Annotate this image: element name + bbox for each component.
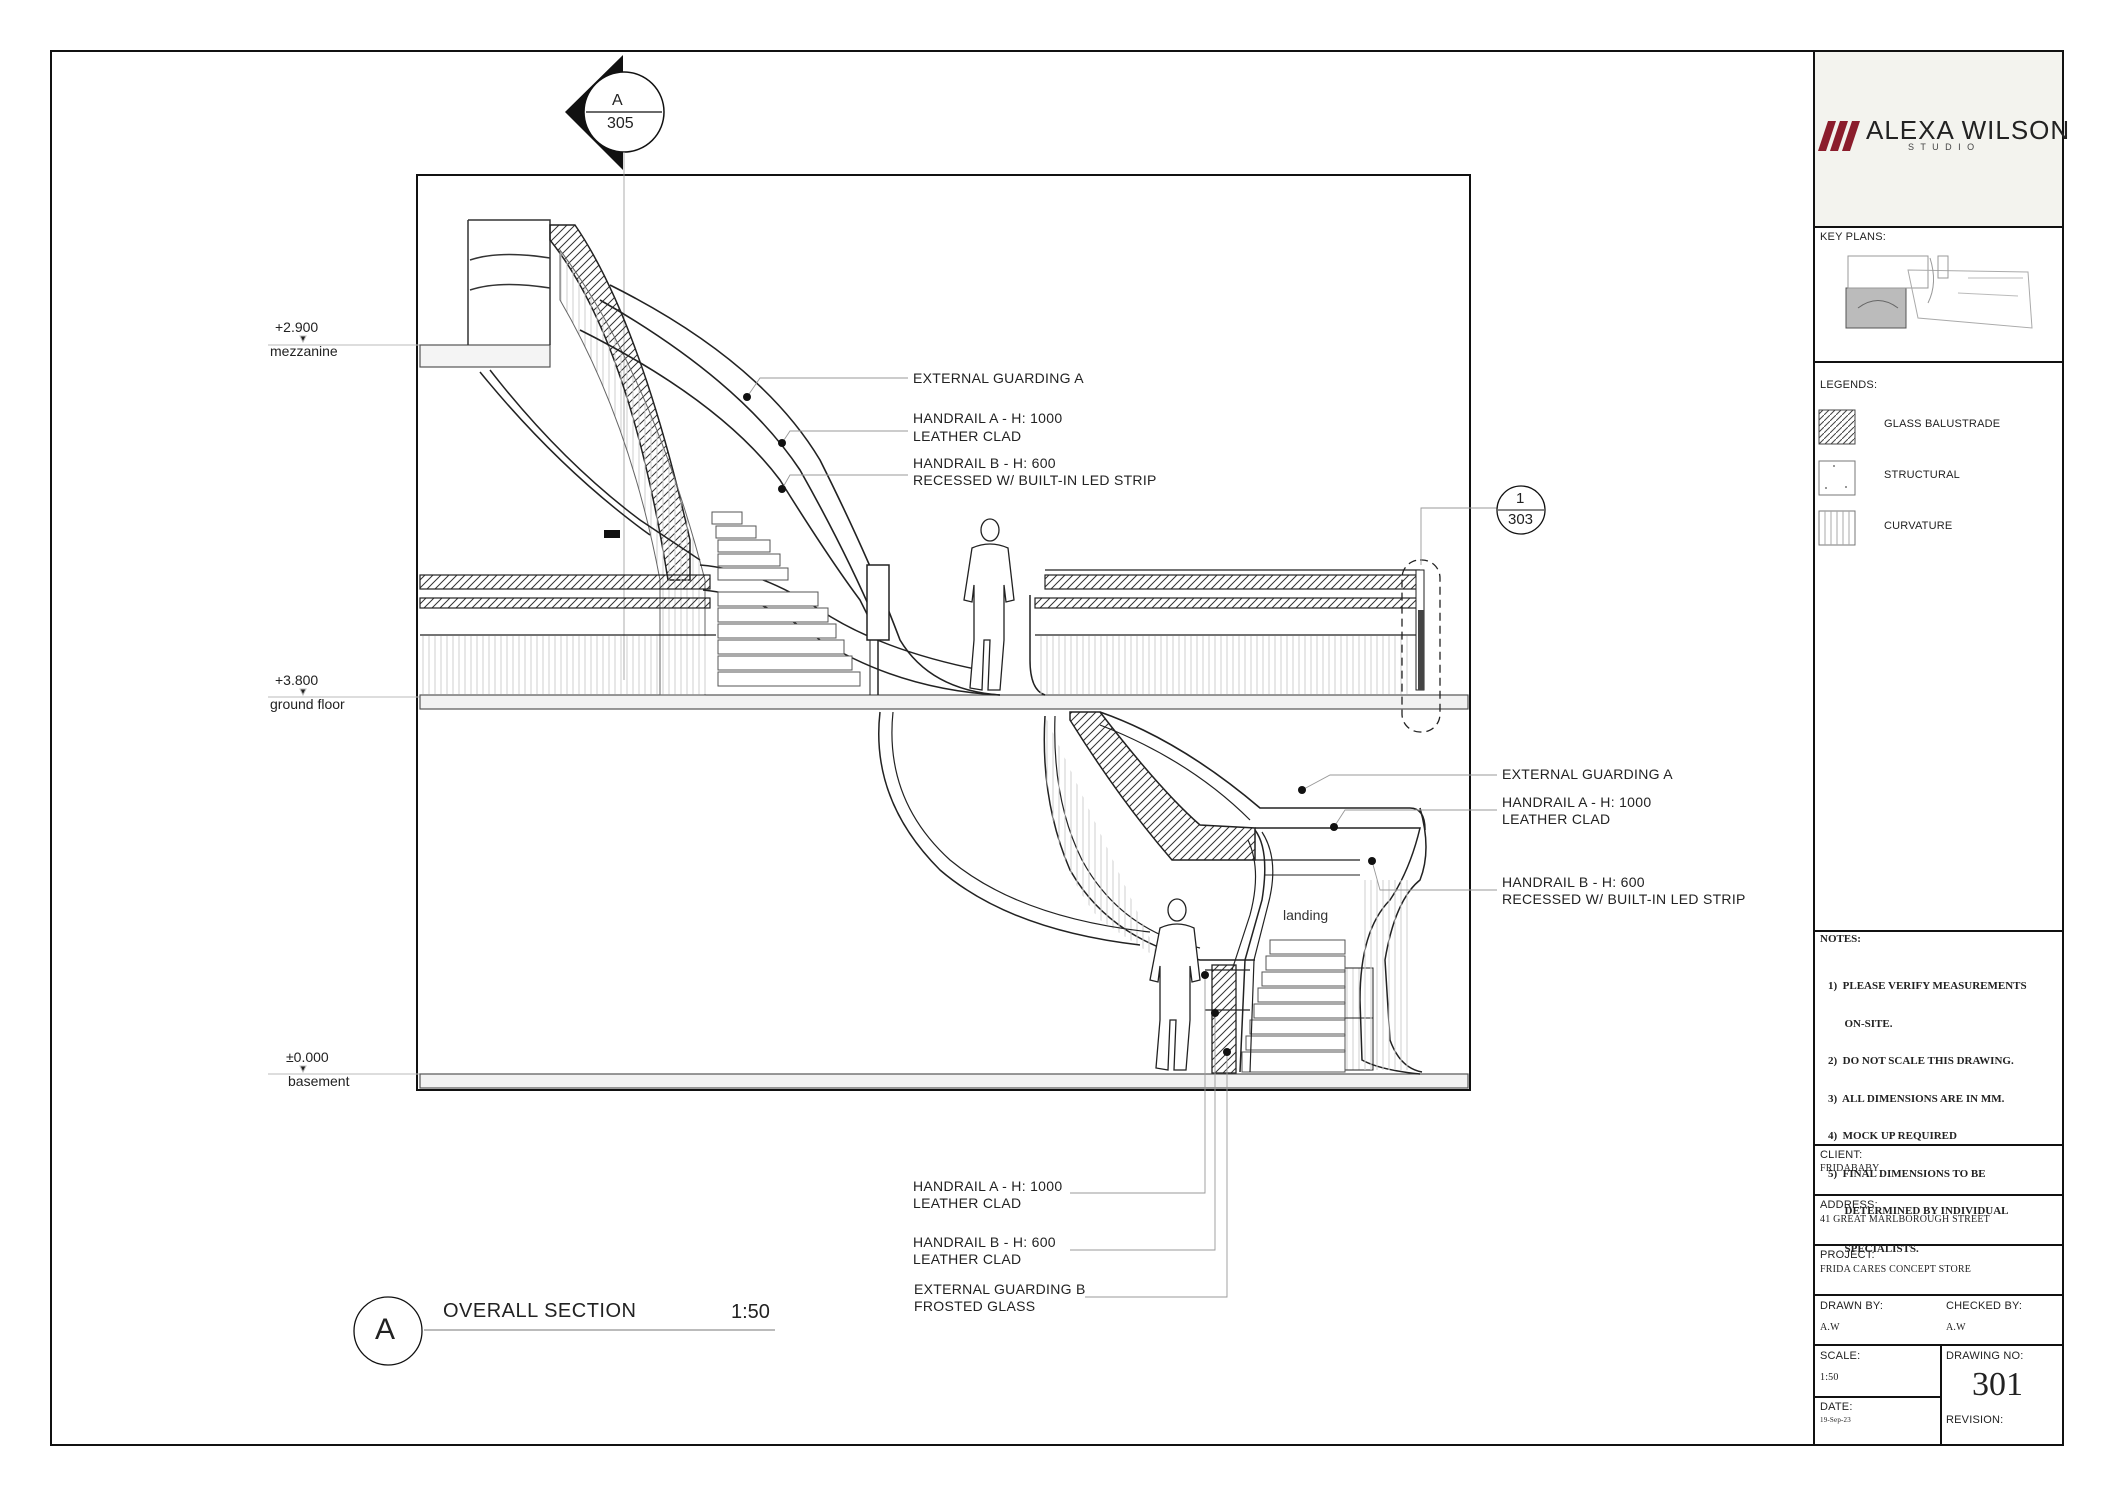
- checked-by-value: A.W: [1946, 1322, 1966, 1333]
- callout-upper-handrail-a: HANDRAIL A - H: 1000: [913, 410, 1063, 426]
- person-upper: [963, 518, 1015, 691]
- title-bubble: [353, 1296, 423, 1366]
- legends-label: LEGENDS:: [1820, 379, 1878, 391]
- mezzanine-slab: [419, 344, 551, 368]
- structural-swatch: [1818, 460, 1856, 496]
- client-value: FRIDABABY: [1820, 1163, 1880, 1174]
- legend-structural: STRUCTURAL: [1884, 469, 1960, 481]
- callout-bottom-guarding-b: EXTERNAL GUARDING B: [914, 1281, 1086, 1297]
- callout-bottom-handrail-b: HANDRAIL B - H: 600: [913, 1234, 1056, 1250]
- section-frame: [416, 174, 1471, 1091]
- level-name-basement: basement: [288, 1073, 350, 1089]
- callout-lower-guarding: EXTERNAL GUARDING A: [1502, 766, 1673, 782]
- level-value-ground: +3.800: [275, 672, 319, 688]
- basement-slab: [419, 1073, 1469, 1089]
- brand-name: ALEXA WILSON: [1866, 115, 2071, 145]
- project-value: FRIDA CARES CONCEPT STORE: [1820, 1264, 1972, 1275]
- date-value: 19-Sep-23: [1820, 1416, 1851, 1424]
- curvature-swatch: [1818, 510, 1856, 546]
- drawing-scale: 1:50: [731, 1301, 770, 1323]
- address-value: 41 GREAT MARLBOROUGH STREET: [1820, 1214, 1990, 1225]
- callout-upper-guarding: EXTERNAL GUARDING A: [913, 370, 1084, 386]
- title-letter: A: [375, 1313, 396, 1346]
- legend-glass-balustrade: GLASS BALUSTRADE: [1884, 418, 2001, 430]
- detail-marker-right: [1420, 485, 1546, 565]
- drawn-by-value: A.W: [1820, 1322, 1840, 1333]
- ground-floor-slab: [419, 694, 1469, 710]
- notes-label: NOTES:: [1820, 933, 1861, 945]
- callout-bottom-handrail-a-finish: LEATHER CLAD: [913, 1195, 1022, 1211]
- drawing-no-label: DRAWING NO:: [1946, 1350, 2024, 1362]
- level-value-basement: ±0.000: [286, 1049, 329, 1065]
- key-plan-thumbnail: [1838, 248, 2036, 338]
- callout-upper-handrail-b: HANDRAIL B - H: 600: [913, 455, 1056, 471]
- studio-logo-mark: [1818, 115, 1864, 160]
- section-marker-letter: A: [612, 92, 623, 109]
- section-marker-sheet: 305: [607, 115, 634, 132]
- landing-label: landing: [1283, 907, 1329, 923]
- callout-lower-handrail-a-finish: LEATHER CLAD: [1502, 811, 1611, 827]
- title-block: [1813, 50, 2064, 1446]
- level-name-ground: ground floor: [270, 696, 345, 712]
- logo-panel: [1815, 52, 2062, 226]
- drawn-by-label: DRAWN BY:: [1820, 1300, 1884, 1312]
- callout-lower-handrail-b: HANDRAIL B - H: 600: [1502, 874, 1645, 890]
- drawing-title: OVERALL SECTION: [443, 1300, 637, 1322]
- scale-label: SCALE:: [1820, 1350, 1861, 1362]
- key-plans-label: KEY PLANS:: [1820, 231, 1886, 243]
- level-value-mezzanine: +2.900: [275, 319, 319, 335]
- callout-upper-handrail-a-finish: LEATHER CLAD: [913, 428, 1022, 444]
- revision-label: REVISION:: [1946, 1414, 2004, 1426]
- project-label: PROJECT:: [1820, 1249, 1875, 1261]
- external-guarding-b: [1211, 964, 1237, 1074]
- drawing-number: 301: [1972, 1366, 2023, 1403]
- callout-lower-handrail-b-finish: RECESSED W/ BUILT-IN LED STRIP: [1502, 891, 1746, 907]
- checked-by-label: CHECKED BY:: [1946, 1300, 2023, 1312]
- callout-bottom-handrail-b-finish: LEATHER CLAD: [913, 1251, 1022, 1267]
- address-label: ADDRESS:: [1820, 1199, 1878, 1211]
- glass-balustrade-swatch: [1818, 409, 1856, 445]
- notes-list: 1) PLEASE VERIFY MEASUREMENTS ON-SITE. 2…: [1828, 980, 2027, 1255]
- person-lower: [1149, 898, 1201, 1071]
- detail-marker-number: 1: [1516, 490, 1525, 507]
- scale-value: 1:50: [1820, 1372, 1839, 1383]
- detail-marker-sheet: 303: [1508, 511, 1534, 528]
- left-guarding-rail: [419, 574, 711, 590]
- client-label: CLIENT:: [1820, 1149, 1863, 1161]
- callout-lower-handrail-a: HANDRAIL A - H: 1000: [1502, 794, 1652, 810]
- brand-sub: S T U D I O: [1908, 142, 1977, 152]
- callout-upper-handrail-b-finish: RECESSED W/ BUILT-IN LED STRIP: [913, 472, 1157, 488]
- callout-bottom-guarding-b-finish: FROSTED GLASS: [914, 1298, 1036, 1314]
- right-guarding-rail: [1044, 574, 1421, 590]
- level-name-mezzanine: mezzanine: [270, 343, 338, 359]
- callout-bottom-handrail-a: HANDRAIL A - H: 1000: [913, 1178, 1063, 1194]
- sheet-border: [50, 50, 2064, 1446]
- date-label: DATE:: [1820, 1401, 1853, 1413]
- legend-curvature: CURVATURE: [1884, 520, 1953, 532]
